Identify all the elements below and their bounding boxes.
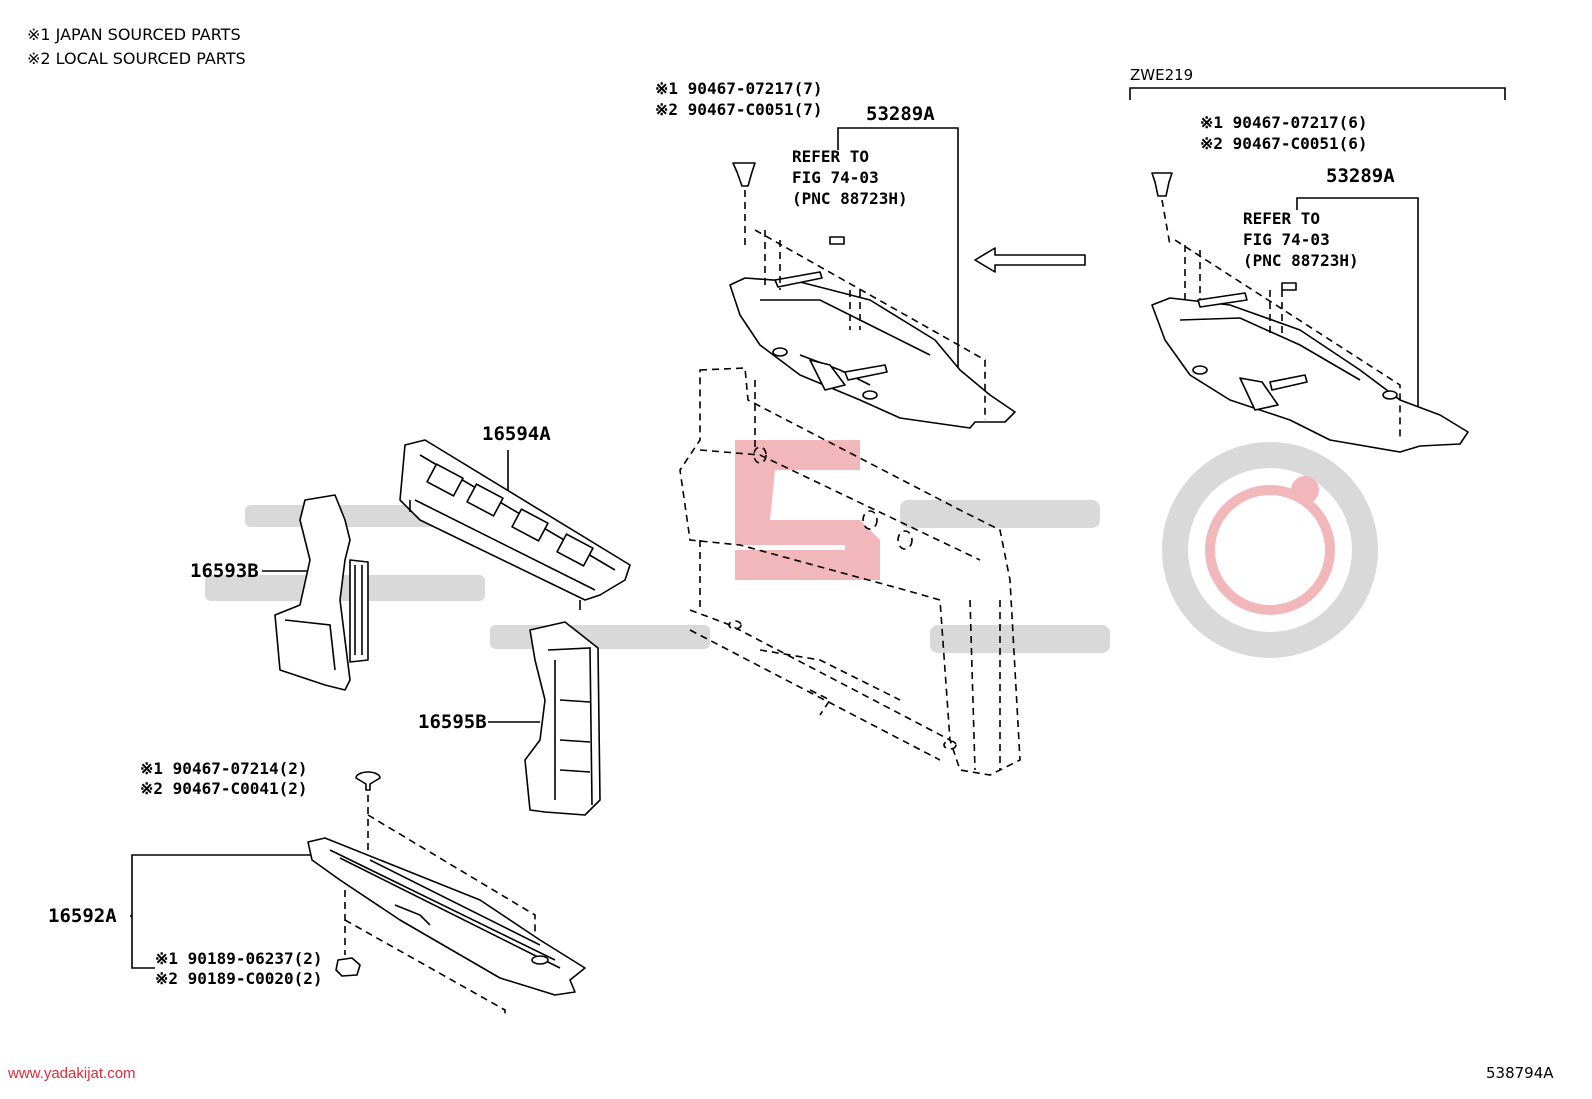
center-refer-line2: FIG 74-03 bbox=[792, 168, 879, 187]
lower-clip-bottom-local-label: ※2 90189-C0020(2) bbox=[155, 969, 323, 988]
clip-icon bbox=[732, 162, 756, 187]
label-16594A: 16594A bbox=[482, 423, 551, 445]
center-clip-local-label: ※2 90467-C0051(7) bbox=[655, 100, 823, 119]
center-refer-line3: (PNC 88723H) bbox=[792, 189, 908, 208]
variant-clip-local-label: ※2 90467-C0051(6) bbox=[1200, 134, 1368, 153]
center-cover-53289A: ※1 90467-07217(7) ※2 90467-C0051(7) 5328… bbox=[655, 79, 1016, 429]
variant-refer-line2: FIG 74-03 bbox=[1243, 230, 1330, 249]
label-16595B: 16595B bbox=[418, 711, 487, 733]
label-16593B: 16593B bbox=[190, 560, 259, 582]
variant-clip-jp-label: ※1 90467-07217(6) bbox=[1200, 113, 1368, 132]
clip-icon bbox=[1151, 172, 1173, 197]
center-clip-jp-label: ※1 90467-07217(7) bbox=[655, 79, 823, 98]
variant-refer-line1: REFER TO bbox=[1243, 209, 1320, 228]
variant-refer-line3: (PNC 88723H) bbox=[1243, 251, 1359, 270]
part-16595B: 16595B bbox=[418, 621, 601, 816]
lower-clip-bottom-jp-label: ※1 90189-06237(2) bbox=[155, 949, 323, 968]
clip-icon bbox=[355, 771, 381, 791]
lower-clip-top-local-label: ※2 90467-C0041(2) bbox=[140, 779, 308, 798]
variant-model-code: ZWE219 bbox=[1130, 66, 1193, 84]
nut-icon bbox=[335, 957, 361, 977]
figure-id: 538794A bbox=[1486, 1064, 1554, 1082]
part-16593B: 16593B bbox=[190, 494, 369, 691]
radiator-support-frame bbox=[679, 367, 1021, 776]
legend-japan-sourced: ※1 JAPAN SOURCED PARTS bbox=[27, 25, 241, 44]
variant-zwe219: ZWE219 ※1 90467-07217(6) ※2 90467-C0051(… bbox=[1129, 66, 1506, 453]
part-16594A: 16594A bbox=[399, 423, 631, 610]
footer-website[interactable]: www.yadakijat.com bbox=[7, 1065, 136, 1082]
center-refer-line1: REFER TO bbox=[792, 147, 869, 166]
variant-part-number: 53289A bbox=[1326, 165, 1395, 187]
direction-arrow-icon bbox=[974, 247, 1086, 273]
label-16592A: 16592A bbox=[48, 905, 117, 927]
watermark-logo bbox=[205, 440, 1378, 658]
lower-clip-top-jp-label: ※1 90467-07214(2) bbox=[140, 759, 308, 778]
legend-local-sourced: ※2 LOCAL SOURCED PARTS bbox=[27, 49, 246, 68]
part-16592A: ※1 90467-07214(2) ※2 90467-C0041(2) 1659… bbox=[48, 759, 586, 1015]
center-part-number: 53289A bbox=[866, 103, 935, 125]
